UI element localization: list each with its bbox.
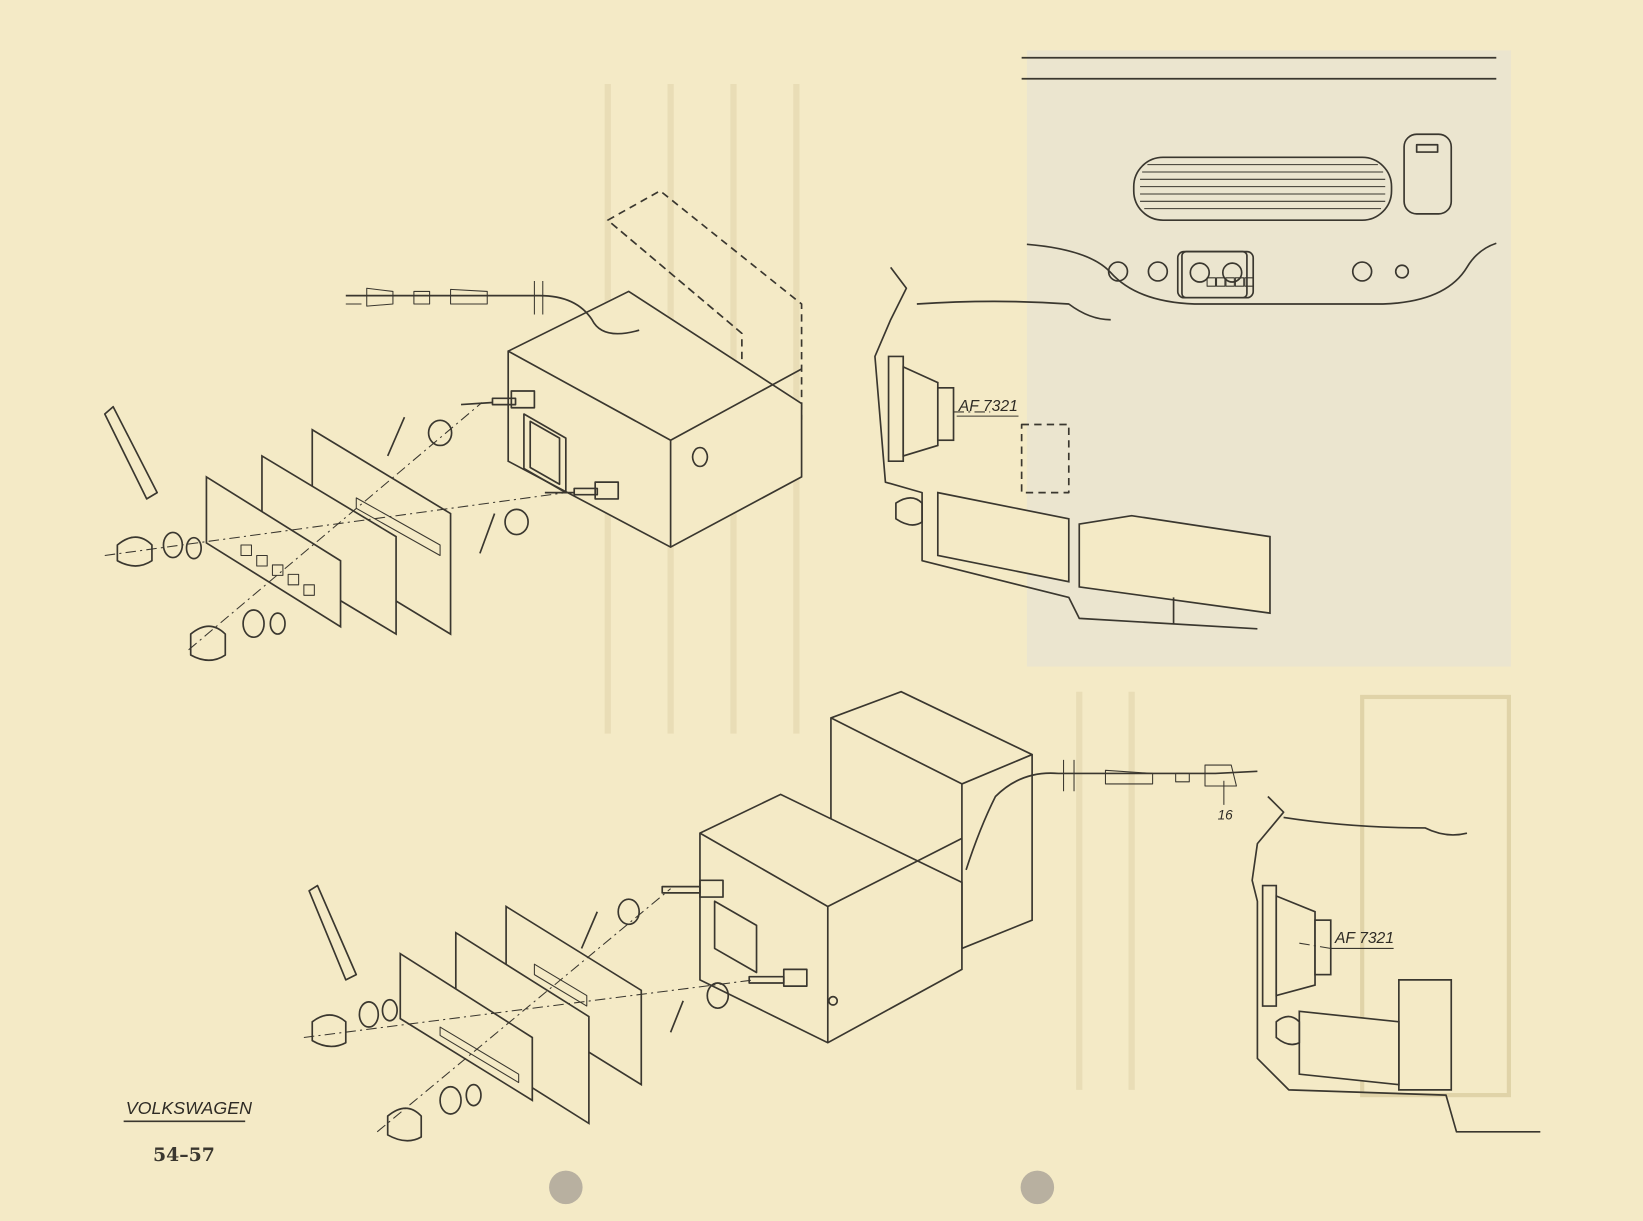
ashtray — [1403, 133, 1453, 215]
radio-unit-top — [103, 190, 803, 662]
callout-antenna-plug: 16 — [1218, 780, 1234, 823]
radio-unit-bottom — [303, 690, 1258, 1142]
years-label: 54–57 — [153, 1144, 215, 1166]
callout-speaker-bottom: AF 7321 — [1299, 930, 1394, 949]
punch-hole — [549, 1170, 583, 1205]
punch-hole — [1020, 1170, 1055, 1205]
callout-label: AF 7321 — [1334, 930, 1394, 947]
callout-speaker-top: AF 7321 — [956, 398, 1019, 417]
make-label: VOLKSWAGEN — [126, 1098, 252, 1118]
speaker-installation-bottom — [1251, 795, 1541, 1133]
speaker-installation-top — [874, 266, 1271, 630]
callout-label: AF 7321 — [958, 398, 1018, 415]
speaker-grille — [1132, 156, 1393, 222]
callout-label: 16 — [1218, 808, 1234, 823]
